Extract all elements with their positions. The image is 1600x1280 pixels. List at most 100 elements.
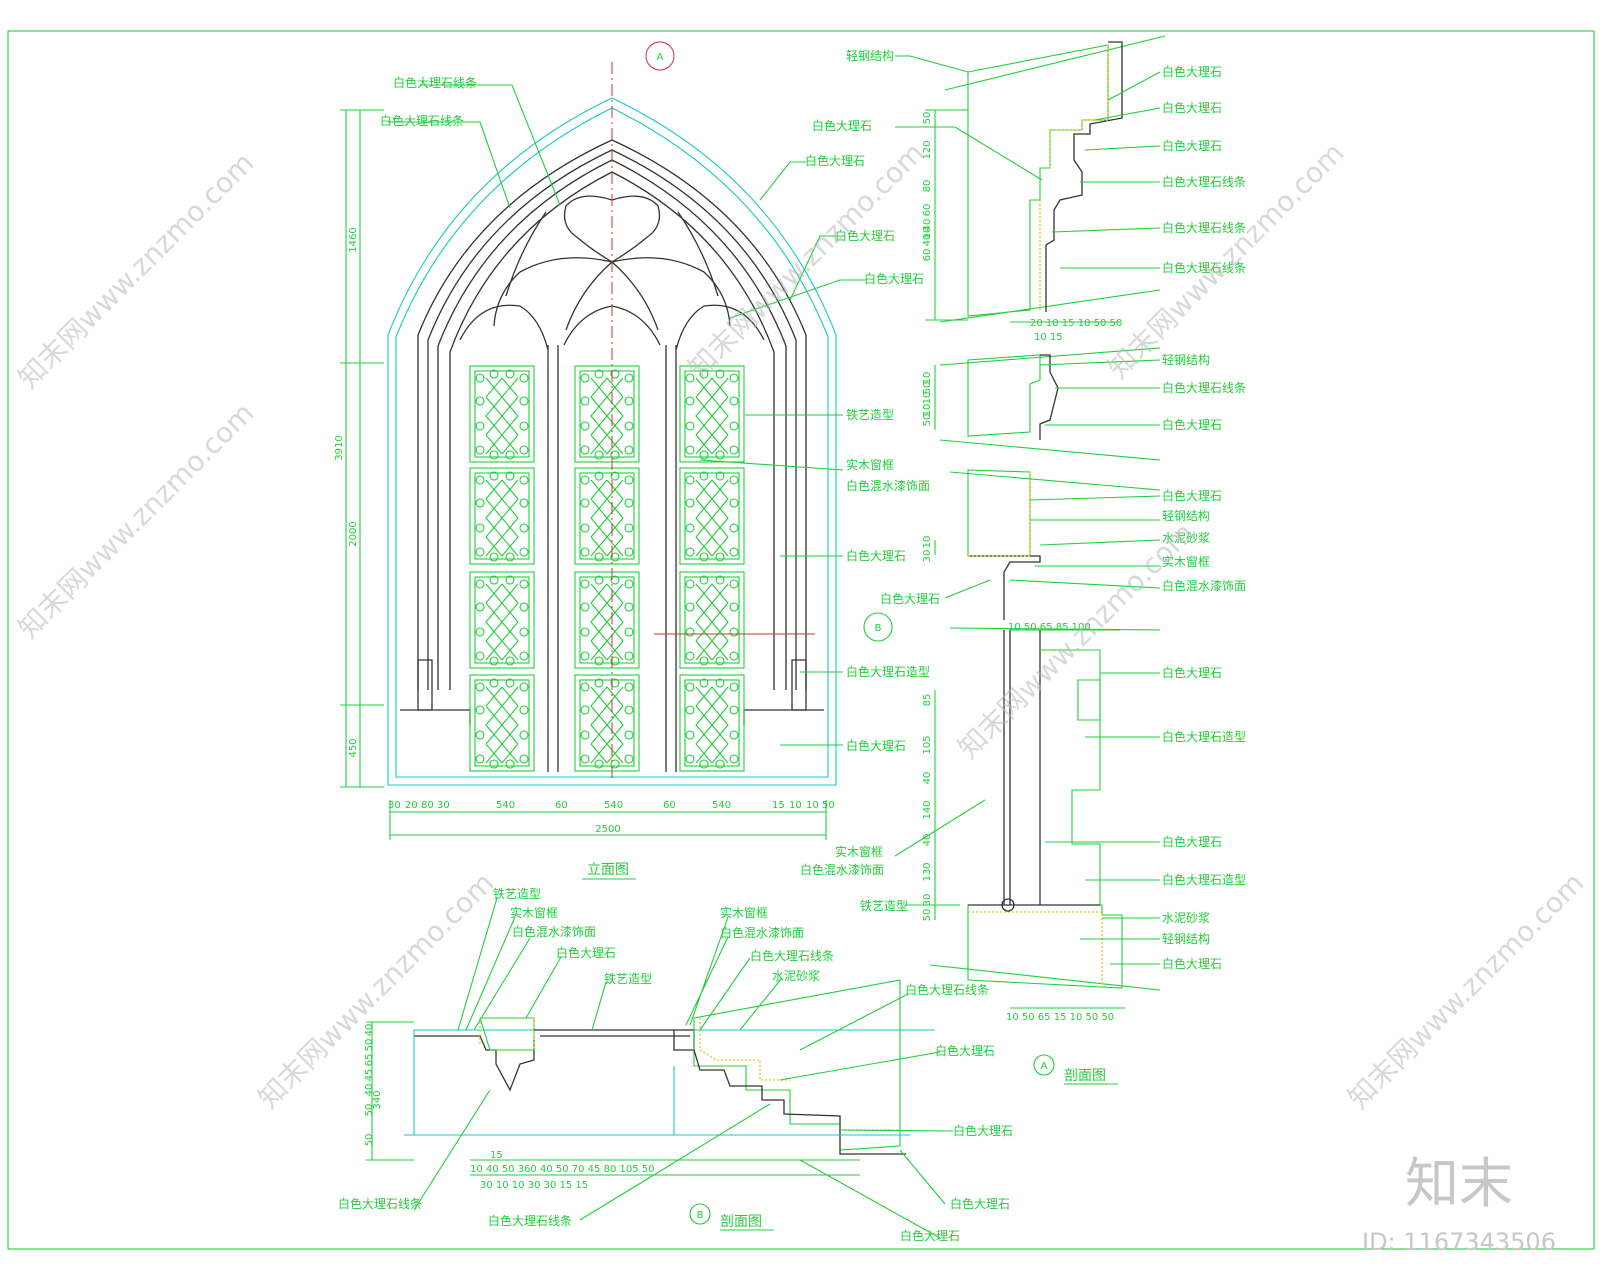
section-b-label: 白色大理石线条 — [750, 948, 834, 963]
section-a-label: 白色大理石 — [1162, 956, 1222, 971]
elev-label-iron-art: 铁艺造型 — [846, 408, 894, 422]
section-a-label: 白色大理石 — [812, 118, 872, 133]
elev-dim-bottom: 15 — [772, 800, 785, 811]
section-a-view — [894, 35, 1166, 1076]
section-b-callout-text: B — [697, 1210, 704, 1221]
iron-art-panels — [469, 365, 745, 772]
section-a-dim-left-low: 30 — [922, 550, 933, 563]
dim-v-2000: 2000 — [348, 521, 359, 546]
section-a-label: 水泥砂浆 — [1162, 530, 1210, 545]
section-b-dim-left: 40 — [364, 1084, 375, 1097]
section-a-dim-left-bottom: 40 — [922, 772, 933, 785]
section-b-label: 铁艺造型 — [493, 887, 541, 901]
section-a-label: 白色大理石线条 — [1162, 380, 1246, 395]
section-a-label: 白色大理石 — [880, 591, 940, 606]
elev-dim-bottom: 30 — [388, 800, 401, 811]
section-a-dim-left-mid: 50 — [922, 382, 933, 395]
section-a-dim-left-bottom: 40 — [922, 834, 933, 847]
section-a-dim-left-mid: 50 — [922, 414, 933, 427]
section-a-label: 白色大理石 — [1162, 417, 1222, 432]
section-a-dim-left-top: 40 — [922, 234, 933, 247]
section-b-label: 白色大理石 — [900, 1228, 960, 1243]
window-mullions — [547, 345, 677, 772]
section-a-dim-left-top: 60 — [922, 204, 933, 217]
section-a-dim-left-mid: 10 — [922, 372, 933, 385]
sheet-frame — [7, 30, 1595, 1250]
section-b-label: 白色大理石线条 — [905, 982, 989, 997]
section-a-label: 白色大理石 — [1162, 138, 1222, 153]
section-a-dim-left-bottom: 85 — [922, 694, 933, 707]
section-a-label: 水泥砂浆 — [1162, 910, 1210, 925]
section-a-dim-left-top: 60 — [922, 249, 933, 262]
tracery-quatrefoil — [563, 195, 661, 263]
section-b-label: 白色大理石线条 — [338, 1196, 422, 1211]
section-a-title: 剖面图 — [1064, 1068, 1106, 1084]
section-a-label: 白色混水漆饰面 — [800, 862, 884, 877]
section-b-label: 实木窗框 — [720, 905, 768, 920]
section-a-label: 实木窗框 — [835, 844, 883, 859]
section-b-dim-bottom: 10 40 50 360 40 50 70 45 80 105 50 — [470, 1164, 654, 1175]
elev-label-paint-finish: 白色混水漆饰面 — [846, 478, 930, 493]
section-a-label: 白色大理石线条 — [1162, 260, 1246, 275]
elev-label-arch-moulding-1: 白色大理石线条 — [393, 75, 477, 90]
section-a-label: 白色大理石造型 — [1162, 872, 1246, 887]
watermark-5: 知末网www.znzmo.com — [952, 516, 1201, 765]
watermark-7: 知末网www.znzmo.com — [1342, 866, 1591, 1115]
section-b-dim-left: 40 — [364, 1024, 375, 1037]
callout-b-text: B — [875, 623, 882, 634]
section-a-dim-row-1: 20 10 15 10 50 50 — [1030, 318, 1122, 329]
section-b-dim-left: 45 — [364, 1069, 375, 1082]
dim-v-1460: 1460 — [348, 227, 359, 252]
section-a-label: 白色大理石线条 — [1162, 220, 1246, 235]
section-a-dim-row-3: 10 50 65 85 100 — [1008, 622, 1091, 633]
elev-dim-bottom: 10 — [806, 800, 819, 811]
section-b-label: 白色大理石 — [556, 945, 616, 960]
callout-a-marker — [645, 41, 675, 71]
callout-a-text: A — [657, 52, 664, 63]
elev-dim-bottom: 30 — [437, 800, 450, 811]
section-a-label: 轻钢结构 — [1162, 931, 1210, 946]
section-a-dim-row-2: 10 15 — [1034, 332, 1063, 343]
elev-label-arch-moulding-2: 白色大理石线条 — [380, 113, 464, 128]
section-b-label: 铁艺造型 — [604, 972, 652, 986]
section-b-dim-left: 65 — [364, 1054, 375, 1067]
elevation-view — [340, 41, 893, 840]
section-a-dim-left-mid: 10 — [922, 392, 933, 405]
elev-dim-bottom: 60 — [555, 800, 568, 811]
section-b-labels: 铁艺造型实木窗框白色混水漆饰面白色大理石铁艺造型实木窗框白色混水漆饰面白色大理石… — [338, 887, 1013, 1243]
section-b-dim-left: 50 — [364, 1134, 375, 1147]
callout-b-marker — [863, 612, 893, 642]
elev-dim-bottom: 10 — [789, 800, 802, 811]
section-a-dim-left-low: 10 — [922, 536, 933, 549]
section-a-dim-left-top: 120 — [922, 140, 933, 159]
section-a-label: 白色大理石 — [1162, 834, 1222, 849]
section-b-label: 白色大理石 — [950, 1196, 1010, 1211]
section-a-dim-left-top: 50 — [922, 112, 933, 125]
elevation-title: 立面图 — [587, 862, 629, 878]
elev-dim-bottom: 60 — [663, 800, 676, 811]
brand-logo: 知末 — [1405, 1152, 1513, 1215]
section-a-dim-left-top: 10 — [922, 227, 933, 240]
section-a-label: 白色大理石 — [1162, 665, 1222, 680]
section-a-label: 白色大理石线条 — [1162, 174, 1246, 189]
elev-dim-bottom: 50 — [822, 800, 835, 811]
dim-v-3910: 3910 — [334, 435, 345, 460]
section-b-label: 白色大理石 — [935, 1043, 995, 1058]
watermark-3: 知末网www.znzmo.com — [12, 396, 261, 645]
section-a-dim-left-bottom: 105 — [922, 735, 933, 754]
elev-dim-bottom: 80 — [421, 800, 434, 811]
elev-dim-bottom: 540 — [604, 800, 623, 811]
section-a-dim-left-bottom: 30 — [922, 894, 933, 907]
dim-total-2500: 2500 — [595, 824, 620, 835]
section-b-label: 白色混水漆饰面 — [720, 925, 804, 940]
section-b-label: 水泥砂浆 — [772, 968, 820, 983]
section-b-dim-15: 15 — [490, 1150, 503, 1161]
section-a-dim-left-mid: 10 — [922, 404, 933, 417]
section-b-dim-left: 50 — [364, 1104, 375, 1117]
section-a-dim-left-top: 40 — [922, 219, 933, 232]
elevation-outer-arch — [387, 97, 837, 786]
